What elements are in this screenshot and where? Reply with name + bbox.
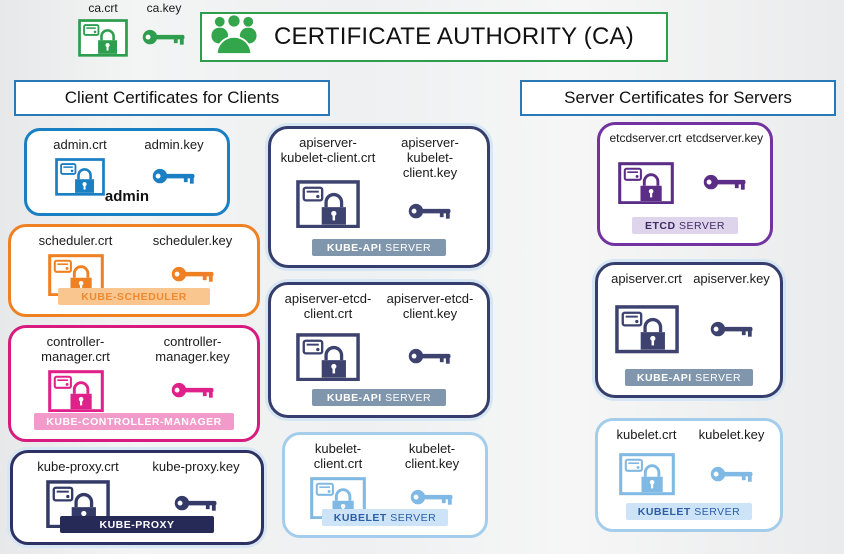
crt-label: controller-manager.crt: [41, 334, 110, 364]
certificate-icon: [78, 19, 128, 62]
card-kubelet-server: kubelet.crt kubelet.key KUBELET SERVER: [595, 418, 783, 532]
key-label: kubelet.key: [698, 427, 765, 442]
component-band: KUBE-PROXY: [60, 516, 214, 533]
card-kubelet-client: kubelet-client.crt kubelet-client.key KU…: [282, 432, 488, 538]
crt-label: kube-proxy.crt: [37, 459, 119, 474]
key-label: kube-proxy.key: [152, 459, 240, 474]
certificate-icon: [618, 151, 674, 215]
crt-label: admin.crt: [53, 137, 107, 152]
key-label: scheduler.key: [152, 233, 233, 248]
key-icon: [710, 292, 754, 367]
crt-label: apiserver-kubelet-client.crt: [280, 135, 376, 165]
certificate-icon: [619, 448, 675, 501]
component-band: KUBE-CONTROLLER-MANAGER: [34, 413, 234, 430]
component-band: KUBE-API SERVER: [312, 239, 446, 256]
card-etcd-server: etcdserver.crt etcdserver.key ETCD SERVE…: [597, 122, 773, 246]
card-apiserver-etcd-client: apiserver-etcd-client.crt apiserver-etcd…: [268, 282, 490, 418]
key-label: admin.key: [144, 137, 204, 152]
card-kube-api-server: apiserver.crt apiserver.key KUBE-API SER…: [595, 262, 783, 398]
card-kube-scheduler: scheduler.crt scheduler.key KUBE-SCHEDUL…: [8, 224, 260, 317]
key-label: etcdserver.key: [685, 131, 764, 145]
component-band: KUBE-API SERVER: [624, 369, 754, 386]
component-band: KUBELET SERVER: [321, 509, 449, 526]
crt-label: apiserver.crt: [611, 271, 682, 286]
key-icon: [710, 448, 754, 501]
key-icon: [703, 151, 747, 215]
certificate-icon: [48, 370, 104, 412]
crt-label: scheduler.crt: [38, 233, 113, 248]
component-band: admin: [104, 188, 150, 205]
key-icon: [152, 158, 196, 196]
certificate-authority-box: CERTIFICATE AUTHORITY (CA): [200, 12, 668, 62]
key-label: controller-manager.key: [155, 334, 230, 364]
certificate-icon: [296, 171, 360, 237]
crt-label: apiserver-etcd-client.crt: [284, 291, 372, 321]
component-band: ETCD SERVER: [632, 217, 738, 234]
key-label: apiserver.key: [693, 271, 770, 286]
component-band: KUBE-SCHEDULER: [57, 288, 211, 305]
key-icon: [408, 327, 452, 387]
certificate-icon: [296, 327, 360, 387]
certificate-authority-title: CERTIFICATE AUTHORITY (CA): [274, 23, 634, 50]
crt-label: kubelet.crt: [616, 427, 677, 442]
key-label: kubelet-client.key: [404, 441, 460, 471]
ca-crt-label: ca.crt: [88, 1, 118, 15]
component-band: KUBELET SERVER: [625, 503, 753, 520]
ca-crt-file: ca.crt: [78, 1, 128, 62]
key-label: apiserver-kubelet-client.key: [401, 135, 459, 180]
client-certificates-header: Client Certificates for Clients: [14, 80, 330, 116]
server-certificates-header: Server Certificates for Servers: [520, 80, 836, 116]
people-group-icon: [210, 15, 258, 59]
crt-label: etcdserver.crt: [609, 131, 682, 145]
certificate-icon: [55, 158, 105, 196]
ca-key-label: ca.key: [146, 1, 182, 15]
card-kube-proxy: kube-proxy.crt kube-proxy.key KUBE-PROXY: [10, 450, 264, 545]
component-band: KUBE-API SERVER: [312, 389, 446, 406]
crt-label: kubelet-client.crt: [313, 441, 363, 471]
key-icon: [142, 28, 186, 53]
ca-key-file: ca.key: [142, 1, 186, 53]
key-icon: [171, 370, 215, 412]
key-icon: [408, 186, 452, 237]
card-admin: admin.crt admin.key admin: [24, 128, 230, 216]
key-label: apiserver-etcd-client.key: [386, 291, 474, 321]
card-apiserver-kubelet-client: apiserver-kubelet-client.crt apiserver-k…: [268, 126, 490, 268]
certificate-icon: [615, 292, 679, 367]
card-kube-controller-manager: controller-manager.crt controller-manage…: [8, 325, 260, 442]
